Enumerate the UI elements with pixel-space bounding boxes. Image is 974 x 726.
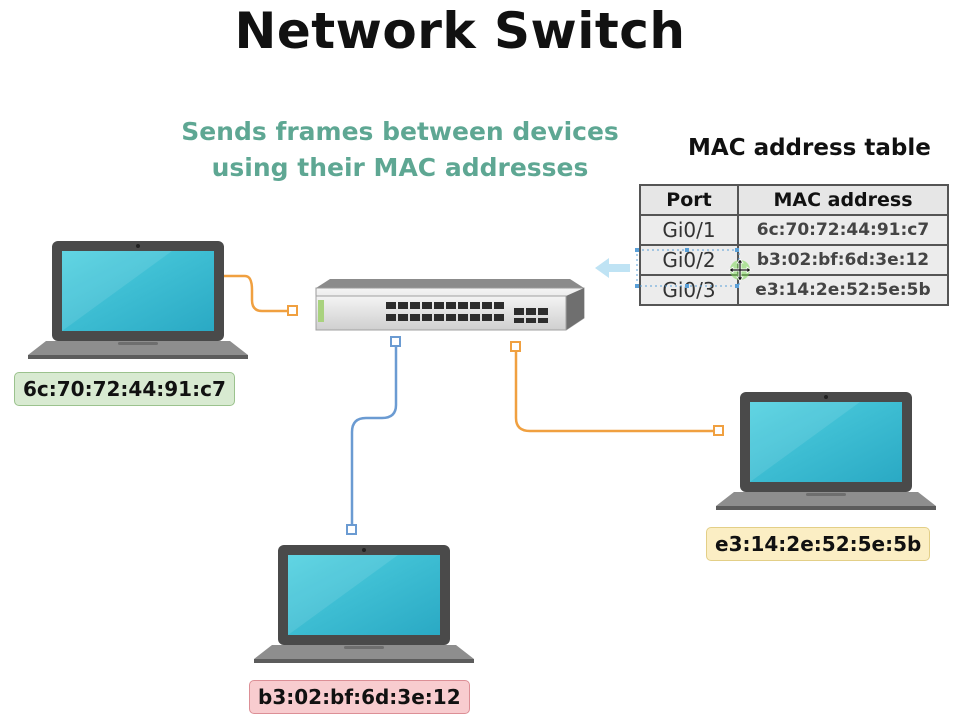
diagram-subtitle: Sends frames between devices using their… — [160, 114, 640, 186]
arrow-left-icon — [595, 258, 630, 278]
network-switch-icon — [315, 279, 585, 331]
cable-bottom — [350, 342, 398, 530]
mac-column-header: MAC address — [737, 184, 949, 216]
mac-label-right-laptop: e3:14:2e:52:5e:5b — [706, 527, 931, 561]
cable-right — [514, 347, 718, 433]
page-title: Network Switch — [234, 2, 686, 60]
mac-cell: e3:14:2e:52:5e:5b — [737, 274, 949, 306]
laptop-icon — [254, 545, 474, 663]
port-cell: Gi0/2 — [639, 244, 739, 276]
mac-table-heading: MAC address table — [688, 135, 931, 161]
laptop-icon — [716, 392, 936, 510]
mac-label-bottom-laptop: b3:02:bf:6d:3e:12 — [249, 680, 470, 714]
table-row: Gi0/2 b3:02:bf:6d:3e:12 — [639, 244, 949, 276]
laptop-icon — [28, 241, 248, 359]
mac-cell: 6c:70:72:44:91:c7 — [737, 214, 949, 246]
port-marker — [390, 336, 401, 347]
table-row: Gi0/1 6c:70:72:44:91:c7 — [639, 214, 949, 246]
subtitle-line-1: Sends frames between devices — [181, 117, 619, 146]
table-row: Gi0/3 e3:14:2e:52:5e:5b — [639, 274, 949, 306]
port-marker — [287, 305, 298, 316]
port-column-header: Port — [639, 184, 739, 216]
mac-cell: b3:02:bf:6d:3e:12 — [737, 244, 949, 276]
mac-address-table: Port MAC address Gi0/1 6c:70:72:44:91:c7… — [639, 184, 949, 306]
table-header-row: Port MAC address — [639, 184, 949, 216]
cable-left — [210, 274, 292, 313]
port-cell: Gi0/1 — [639, 214, 739, 246]
port-marker — [346, 524, 357, 535]
mac-label-left-laptop: 6c:70:72:44:91:c7 — [14, 372, 235, 406]
port-marker — [510, 341, 521, 352]
port-marker — [713, 425, 724, 436]
subtitle-line-2: using their MAC addresses — [211, 153, 589, 182]
port-cell: Gi0/3 — [639, 274, 739, 306]
